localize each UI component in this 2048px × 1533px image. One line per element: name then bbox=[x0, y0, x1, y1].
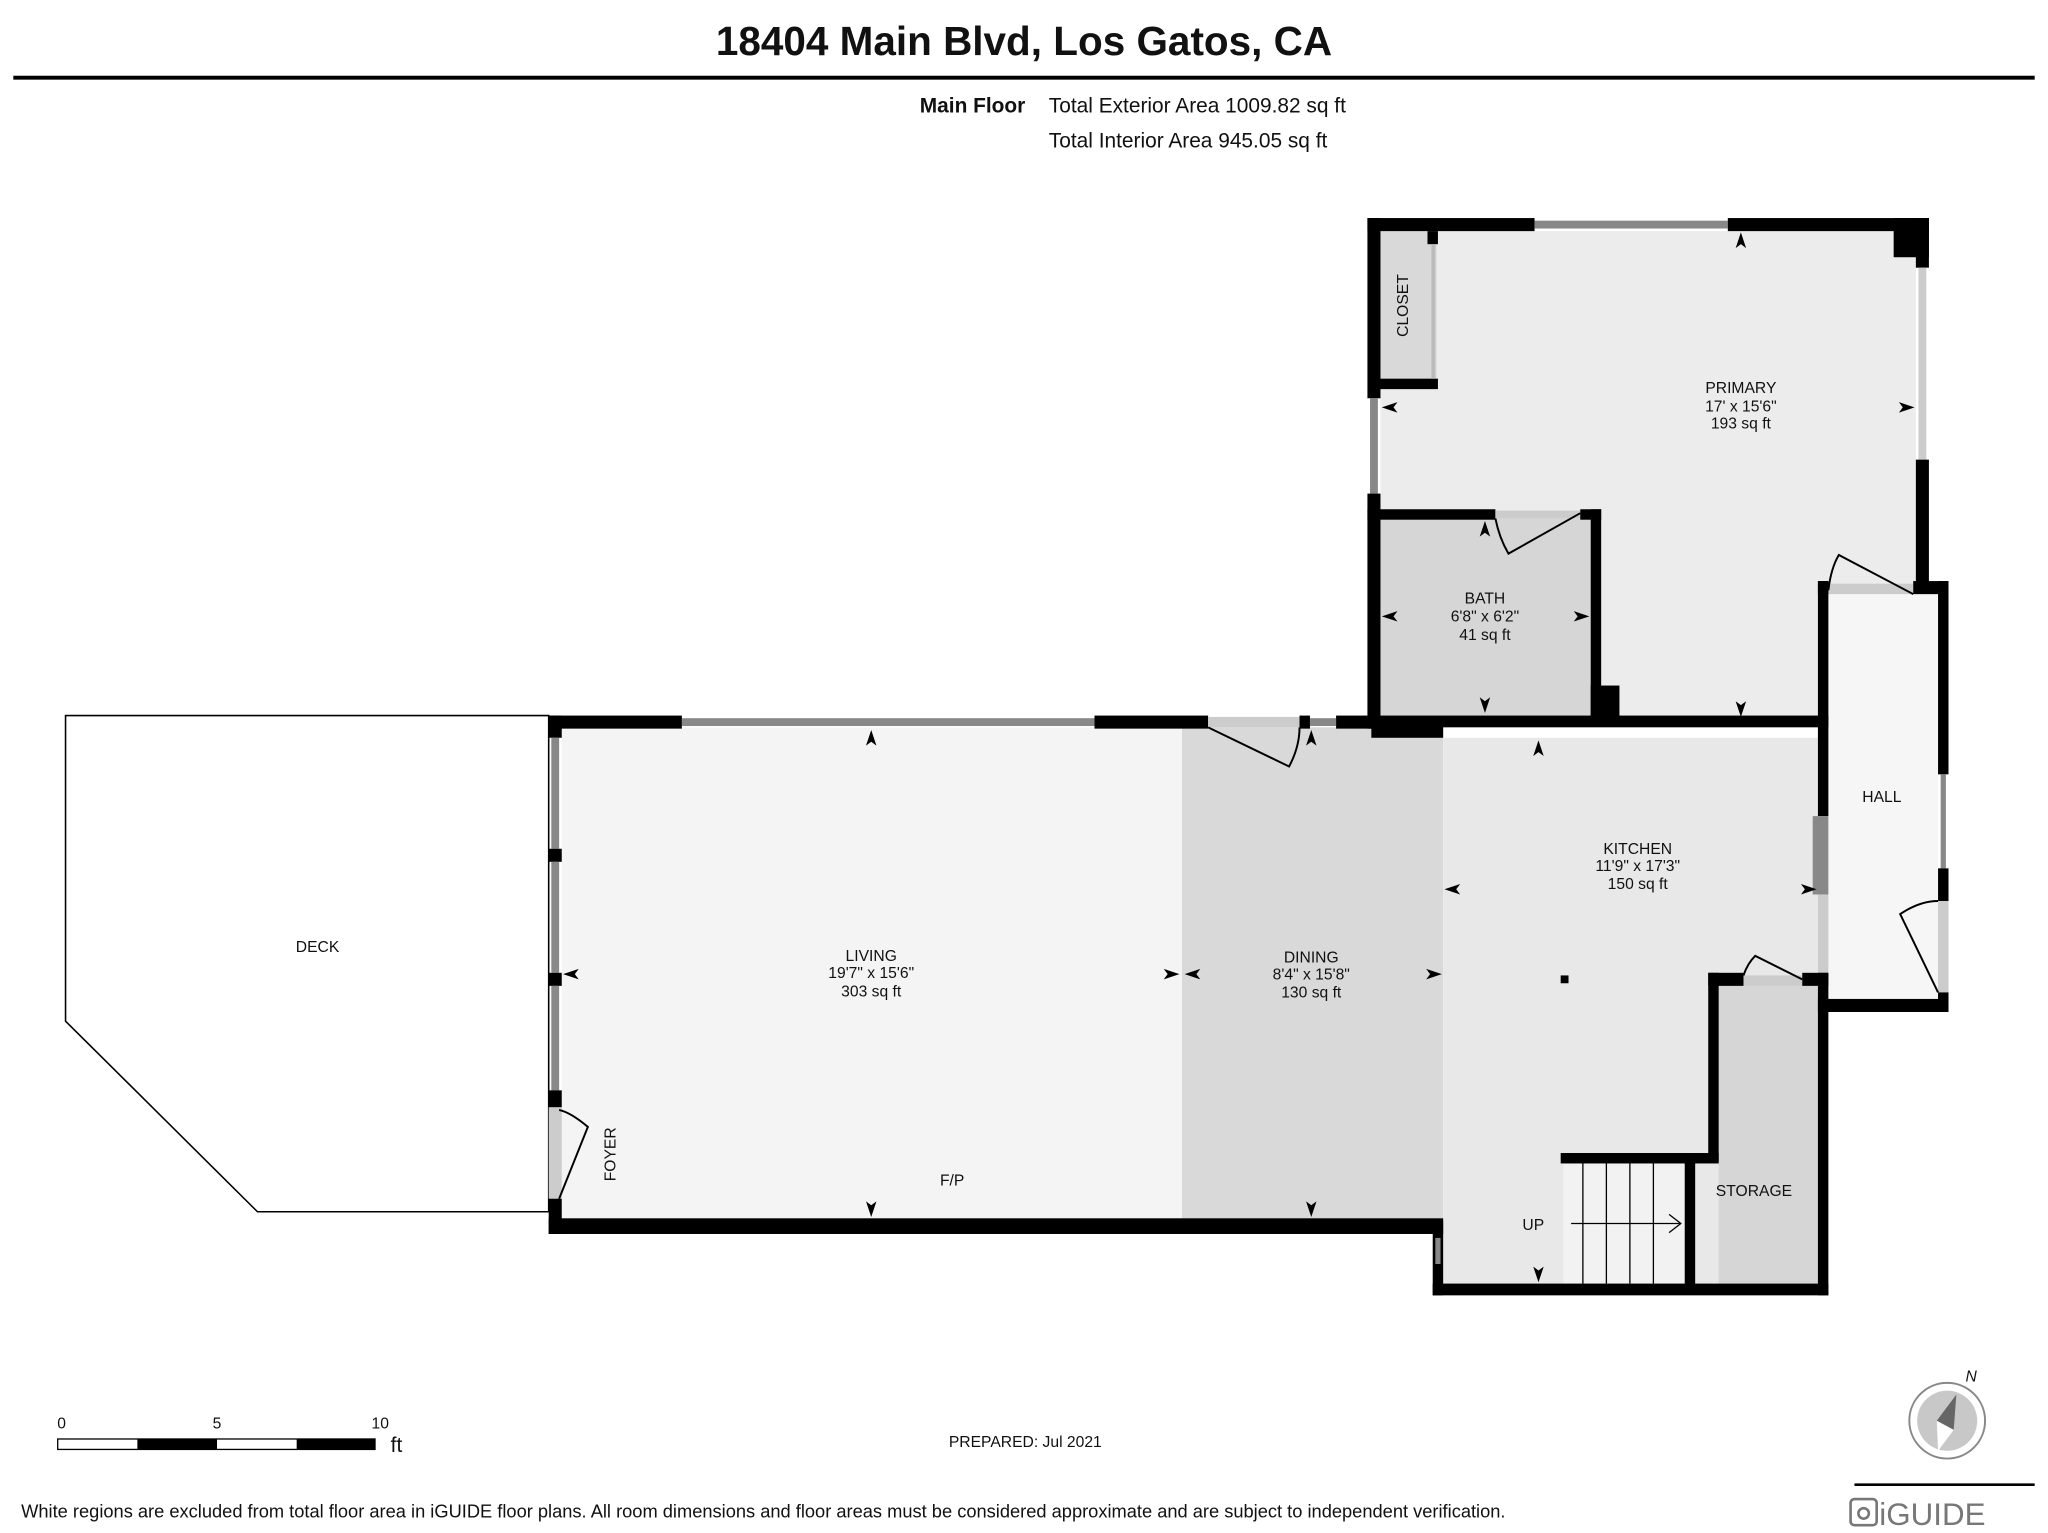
page-title: 18404 Main Blvd, Los Gatos, CA bbox=[716, 18, 1332, 64]
doors bbox=[558, 512, 1939, 1200]
stair-treads bbox=[1571, 1163, 1682, 1284]
storage-label: STORAGE bbox=[1716, 1183, 1792, 1200]
dining-room bbox=[1182, 727, 1444, 1221]
closet-label: CLOSET bbox=[1395, 274, 1412, 337]
dining-area: 130 sq ft bbox=[1281, 985, 1342, 1002]
scale-unit: ft bbox=[391, 1434, 403, 1457]
deck-area bbox=[64, 714, 550, 1213]
deck-label: DECK bbox=[296, 939, 340, 956]
primary-dims: 17' x 15'6" bbox=[1705, 398, 1777, 415]
fireplace-label: F/P bbox=[940, 1173, 964, 1190]
prepared-date: PREPARED: Jul 2021 bbox=[949, 1434, 1102, 1451]
hall-room bbox=[1828, 594, 1939, 999]
closet-room bbox=[1380, 231, 1437, 382]
primary-area: 193 sq ft bbox=[1711, 415, 1772, 432]
disclaimer: White regions are excluded from total fl… bbox=[21, 1500, 1505, 1521]
hall-label: HALL bbox=[1862, 789, 1901, 806]
kitchen-label: KITCHEN bbox=[1603, 841, 1672, 858]
compass-icon: N bbox=[1908, 1369, 1987, 1460]
dimension-arrows bbox=[563, 232, 1915, 1283]
living-area: 303 sq ft bbox=[841, 983, 902, 1000]
kitchen-area: 150 sq ft bbox=[1608, 876, 1669, 893]
footer-divider bbox=[1854, 1483, 2035, 1486]
compass-north-label: N bbox=[1965, 1369, 1977, 1386]
bath-area: 41 sq ft bbox=[1459, 627, 1511, 644]
living-label: LIVING bbox=[846, 948, 897, 965]
iguide-logo: iGUIDE bbox=[1849, 1497, 1985, 1532]
floor-name: Main Floor bbox=[920, 94, 1026, 117]
exterior-area: Total Exterior Area 1009.82 sq ft bbox=[1049, 94, 1346, 117]
title-divider bbox=[13, 75, 2035, 80]
scale-bar: 0 5 10 ft bbox=[57, 1416, 403, 1457]
scale-label-5: 5 bbox=[213, 1416, 222, 1433]
living-dims: 19'7" x 15'6" bbox=[828, 965, 914, 982]
dining-label: DINING bbox=[1284, 949, 1339, 966]
scale-label-0: 0 bbox=[57, 1416, 66, 1433]
bath-dims: 6'8" x 6'2" bbox=[1451, 609, 1519, 626]
living-room bbox=[561, 727, 1183, 1221]
storage-room bbox=[1718, 985, 1818, 1284]
interior-area: Total Interior Area 945.05 sq ft bbox=[1049, 130, 1328, 153]
kitchen-dims: 11'9" x 17'3" bbox=[1595, 858, 1680, 875]
bath-label: BATH bbox=[1465, 590, 1506, 607]
primary-label: PRIMARY bbox=[1705, 380, 1777, 397]
foyer-label: FOYER bbox=[602, 1127, 619, 1181]
bath-room bbox=[1380, 518, 1591, 716]
walls bbox=[548, 218, 1949, 1296]
stairs-up-label: UP bbox=[1522, 1217, 1544, 1234]
brand-name: iGUIDE bbox=[1879, 1497, 1985, 1532]
dining-dims: 8'4" x 15'8" bbox=[1273, 966, 1350, 983]
scale-label-10: 10 bbox=[372, 1416, 390, 1433]
